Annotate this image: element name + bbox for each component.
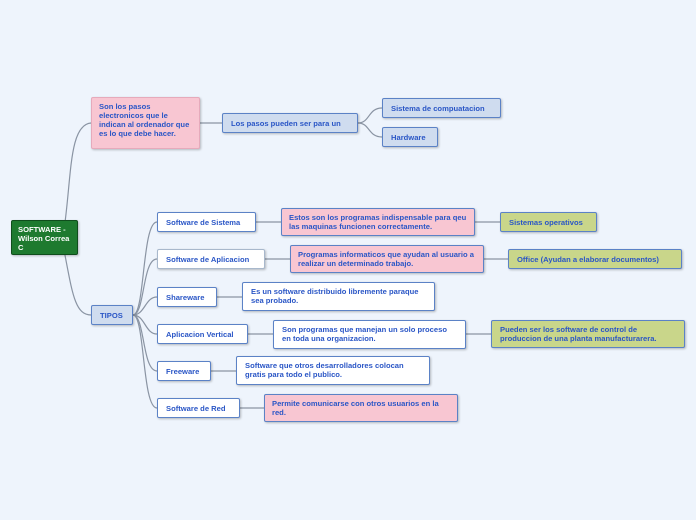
type-node-shareware[interactable]: Shareware <box>157 287 217 307</box>
example-node-aplicacion[interactable]: Office (Ayudan a elaborar documentos) <box>508 249 682 269</box>
hardware-node[interactable]: Hardware <box>382 127 438 147</box>
pasos-label: Los pasos pueden ser para un <box>231 118 341 128</box>
type-node-vertical[interactable]: Aplicacion Vertical <box>157 324 248 344</box>
desc-node-red[interactable]: Permite comunicarse con otros usuarios e… <box>264 394 458 422</box>
desc-label: Programas informaticos que ayudan al usu… <box>298 250 474 268</box>
root-node[interactable]: SOFTWARE - Wilson Correa C <box>11 220 78 255</box>
desc-label: Permite comunicarse con otros usuarios e… <box>272 399 439 417</box>
pasos-node[interactable]: Los pasos pueden ser para un <box>222 113 358 133</box>
type-label: Freeware <box>166 366 200 376</box>
definition-node[interactable]: Son los pasos electronicos que le indica… <box>91 97 200 149</box>
type-node-freeware[interactable]: Freeware <box>157 361 211 381</box>
desc-label: Software que otros desarrolladores coloc… <box>245 361 404 379</box>
desc-label: Es un software distribuido libremente pa… <box>251 287 419 305</box>
tipos-label: TIPOS <box>100 310 123 320</box>
desc-node-vertical[interactable]: Son programas que manejan un solo proces… <box>273 320 466 349</box>
type-label: Software de Red <box>166 403 226 413</box>
type-node-sistema[interactable]: Software de Sistema <box>157 212 256 232</box>
hardware-label: Hardware <box>391 132 426 142</box>
definition-label: Son los pasos electronicos que le indica… <box>99 102 190 138</box>
desc-node-freeware[interactable]: Software que otros desarrolladores coloc… <box>236 356 430 385</box>
sistema-computacion-node[interactable]: Sistema de compuatacion <box>382 98 501 118</box>
example-label: Sistemas operativos <box>509 217 583 227</box>
type-node-red[interactable]: Software de Red <box>157 398 240 418</box>
desc-label: Son programas que manejan un solo proces… <box>282 325 447 343</box>
type-label: Aplicacion Vertical <box>166 329 234 339</box>
root-label: SOFTWARE - Wilson Correa C <box>18 225 70 252</box>
desc-label: Estos son los programas indispensable pa… <box>289 213 467 231</box>
example-label: Office (Ayudan a elaborar documentos) <box>517 254 659 264</box>
example-label: Pueden ser los software de control de pr… <box>500 325 657 343</box>
example-node-sistema[interactable]: Sistemas operativos <box>500 212 597 232</box>
desc-node-shareware[interactable]: Es un software distribuido libremente pa… <box>242 282 435 311</box>
tipos-node[interactable]: TIPOS <box>91 305 133 325</box>
example-node-vertical[interactable]: Pueden ser los software de control de pr… <box>491 320 685 348</box>
type-label: Software de Aplicacion <box>166 254 250 264</box>
desc-node-sistema[interactable]: Estos son los programas indispensable pa… <box>281 208 475 236</box>
desc-node-aplicacion[interactable]: Programas informaticos que ayudan al usu… <box>290 245 484 273</box>
type-label: Software de Sistema <box>166 217 241 227</box>
sistema-computacion-label: Sistema de compuatacion <box>391 103 485 113</box>
type-label: Shareware <box>166 292 205 302</box>
type-node-aplicacion[interactable]: Software de Aplicacion <box>157 249 265 269</box>
